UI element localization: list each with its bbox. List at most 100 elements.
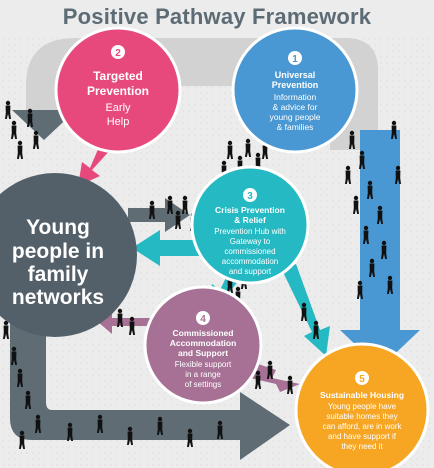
universal-circle bbox=[231, 26, 359, 154]
commissioned-line-6: of settings bbox=[185, 380, 221, 389]
person-icon bbox=[267, 360, 273, 379]
person-icon bbox=[287, 375, 293, 394]
young-people-line-1: Young bbox=[26, 216, 90, 239]
commissioned-number: 4 bbox=[200, 314, 206, 325]
sustainable-line-3: suitable homes they bbox=[326, 412, 397, 421]
commissioned-right-arrow bbox=[250, 362, 300, 392]
targeted-number: 2 bbox=[115, 48, 121, 59]
person-icon bbox=[369, 258, 375, 277]
universal-line-1: Universal bbox=[275, 70, 316, 80]
commissioned-circle bbox=[143, 285, 263, 405]
crisis-number: 3 bbox=[247, 191, 253, 202]
sustainable-line-1: Sustainable Housing bbox=[320, 390, 404, 400]
targeted-line-2: Prevention bbox=[87, 84, 149, 98]
person-icon bbox=[127, 426, 133, 445]
person-icon bbox=[353, 195, 359, 214]
sustainable-number: 5 bbox=[359, 374, 365, 385]
person-icon bbox=[149, 200, 155, 219]
person-icon bbox=[11, 120, 17, 139]
sustainable-line-6: they need it bbox=[341, 442, 383, 451]
node-commissioned: 4 Commissioned Accommodation and Support… bbox=[143, 285, 263, 405]
targeted-number-badge bbox=[111, 45, 125, 59]
person-icon bbox=[359, 150, 365, 169]
person-icon bbox=[5, 100, 11, 119]
crisis-line-7: and support bbox=[229, 267, 272, 276]
person-icon bbox=[11, 346, 17, 365]
crisis-line-4: Gateway to bbox=[230, 237, 271, 246]
crisis-line-5: commissioned bbox=[224, 247, 275, 256]
node-young-people: Young people in family networks bbox=[0, 173, 137, 337]
person-icon bbox=[377, 205, 383, 224]
person-icon bbox=[245, 138, 251, 157]
person-icon bbox=[313, 320, 319, 339]
bottom-band bbox=[10, 300, 290, 460]
person-icon bbox=[187, 428, 193, 447]
crisis-left-arrow bbox=[132, 230, 215, 266]
targeted-line-4: Help bbox=[107, 116, 130, 128]
universal-line-6: & families bbox=[277, 122, 314, 132]
person-icon bbox=[182, 195, 188, 214]
crisis-line-3: Prevention Hub with bbox=[214, 227, 286, 236]
targeted-line-3: Early bbox=[105, 102, 131, 114]
person-icon bbox=[255, 370, 261, 389]
sustainable-circle bbox=[294, 342, 430, 468]
targeted-line-1: Targeted bbox=[93, 69, 143, 83]
person-icon bbox=[349, 130, 355, 149]
commissioned-line-2: Accommodation bbox=[170, 338, 237, 348]
person-icon bbox=[17, 368, 23, 387]
person-icon bbox=[363, 225, 369, 244]
young-people-line-3: family bbox=[28, 263, 89, 286]
person-icon bbox=[167, 195, 173, 214]
crisis-line-2: & Relief bbox=[234, 215, 266, 225]
young-people-line-4: networks bbox=[12, 286, 104, 309]
node-targeted: 2 Targeted Prevention Early Help bbox=[54, 26, 182, 154]
sustainable-line-2: Young people have bbox=[328, 402, 397, 411]
person-icon bbox=[33, 130, 39, 149]
crisis-circle bbox=[190, 165, 310, 285]
person-icon bbox=[387, 275, 393, 294]
person-icon bbox=[357, 280, 363, 299]
universal-number-badge bbox=[288, 51, 302, 65]
person-icon bbox=[175, 210, 181, 229]
people-silhouettes bbox=[3, 100, 401, 449]
young-people-circle bbox=[0, 173, 137, 337]
commissioned-line-4: Flexible support bbox=[175, 360, 232, 369]
person-icon bbox=[27, 108, 33, 127]
commissioned-line-3: and Support bbox=[178, 348, 228, 358]
crisis-line-6: accommodation bbox=[222, 257, 278, 266]
crisis-number-badge bbox=[243, 188, 257, 202]
person-icon bbox=[301, 302, 307, 321]
crisis-line-1: Crisis Prevention bbox=[215, 205, 285, 215]
person-icon bbox=[67, 422, 73, 441]
person-icon bbox=[217, 420, 223, 439]
person-icon bbox=[117, 308, 123, 327]
person-icon bbox=[345, 165, 351, 184]
crisis-inbound-arrow bbox=[128, 198, 190, 232]
person-icon bbox=[3, 320, 9, 339]
person-icon bbox=[391, 120, 397, 139]
person-icon bbox=[97, 414, 103, 433]
universal-line-2: Prevention bbox=[272, 80, 319, 90]
node-universal: 1 Universal Prevention Information & adv… bbox=[231, 26, 359, 154]
person-icon bbox=[367, 180, 373, 199]
universal-down-arrow bbox=[340, 130, 420, 368]
person-icon bbox=[19, 430, 25, 449]
diagram-title: Positive Pathway Framework bbox=[62, 4, 372, 29]
universal-line-3: Information bbox=[274, 92, 317, 102]
person-icon bbox=[129, 316, 135, 335]
sustainable-number-badge bbox=[355, 371, 369, 385]
person-icon bbox=[227, 140, 233, 159]
commissioned-left-arrow bbox=[98, 310, 150, 334]
person-icon bbox=[395, 165, 401, 184]
sustainable-line-5: and have support if bbox=[328, 432, 397, 441]
node-sustainable: 5 Sustainable Housing Young people have … bbox=[294, 342, 430, 468]
node-crisis: 3 Crisis Prevention & Relief Prevention … bbox=[190, 165, 310, 285]
sustainable-line-4: can afford, are in work bbox=[322, 422, 402, 431]
universal-number: 1 bbox=[292, 54, 298, 65]
person-icon bbox=[25, 390, 31, 409]
universal-line-4: & advice for bbox=[273, 102, 318, 112]
person-icon bbox=[17, 140, 23, 159]
targeted-circle bbox=[54, 26, 182, 154]
